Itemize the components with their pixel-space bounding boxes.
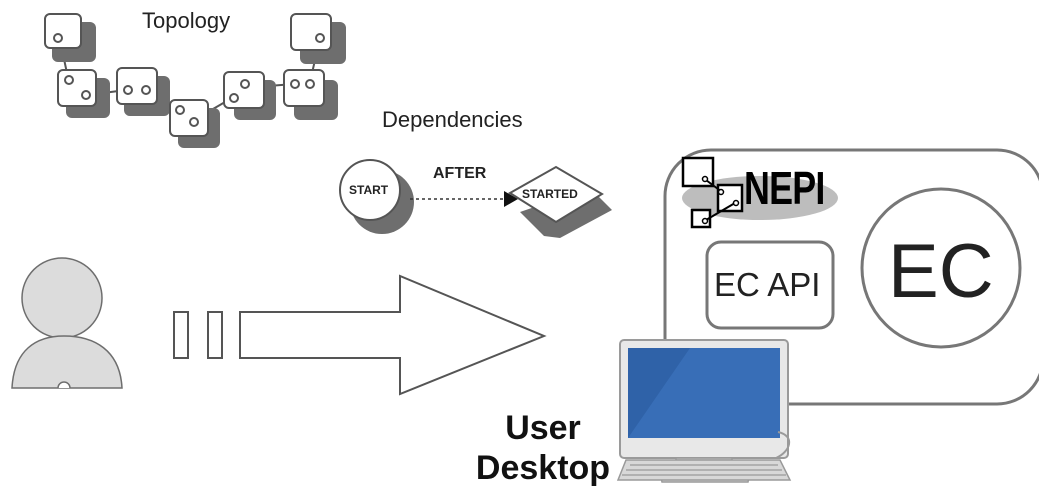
node-icon: [223, 71, 276, 120]
topology-label: Topology: [142, 8, 231, 33]
node-icon: [57, 69, 110, 118]
node-icon: [116, 67, 170, 116]
topology-graph: [44, 13, 346, 148]
submit-arrow: [173, 274, 547, 396]
node-icon: [283, 69, 338, 120]
dependency-arrow: [410, 191, 518, 207]
ec-api-label: EC API: [714, 266, 821, 303]
node-icon: [44, 13, 96, 62]
ec-circle: [860, 187, 1022, 349]
user-icon: [11, 257, 123, 389]
node-icon: [290, 13, 346, 64]
start-state-node: [339, 159, 414, 234]
nepi-logo-icon: [681, 156, 744, 229]
started-state-node: [508, 165, 612, 238]
start-label: START: [349, 183, 389, 197]
after-label: AFTER: [433, 165, 487, 182]
nepi-logo-text: NEPI: [744, 162, 825, 214]
computer-icon: [616, 339, 792, 483]
ec-api-box: [705, 240, 835, 330]
started-label: STARTED: [522, 187, 578, 201]
ec-label: EC: [888, 229, 994, 314]
user-desktop-label: User Desktop: [475, 409, 611, 487]
dependencies-label: Dependencies: [382, 107, 523, 132]
node-icon: [169, 99, 220, 148]
